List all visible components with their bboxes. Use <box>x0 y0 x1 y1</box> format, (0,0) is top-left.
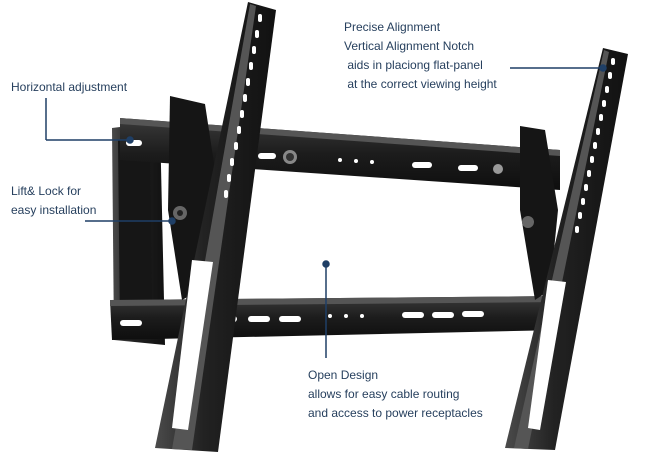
left-arm-holes <box>224 14 262 198</box>
callout-line: Precise Alignment <box>344 20 441 34</box>
callout-line: Vertical Alignment Notch <box>344 39 475 53</box>
callout-line: easy installation <box>11 203 97 217</box>
callout-line: aids in placiong flat-panel <box>344 58 483 72</box>
callout-line: Open Design <box>308 368 379 382</box>
right-arm-holes <box>575 58 615 233</box>
callout-lift-lock: Lift& Lock for easy installation <box>11 182 96 220</box>
callout-line: allows for easy cable routing <box>308 387 460 401</box>
callout-line: Horizontal adjustment <box>11 80 128 94</box>
top-rail-slots <box>126 140 478 171</box>
callout-line: and access to power receptacles <box>308 406 483 420</box>
callout-open-design: Open Design allows for easy cable routin… <box>308 366 483 423</box>
callout-line: Lift& Lock for <box>11 184 82 198</box>
right-vertical-arm <box>505 48 628 450</box>
callout-lines <box>45 64 607 358</box>
right-tilt-bracket <box>520 126 558 300</box>
callout-line: at the correct viewing height <box>344 77 497 91</box>
left-vertical-arm <box>155 2 276 452</box>
callout-horizontal-adjustment: Horizontal adjustment <box>11 78 127 97</box>
left-wall-plate <box>112 122 165 345</box>
bottom-horizontal-rail <box>110 296 560 340</box>
callout-precise-alignment: Precise Alignment Vertical Alignment Not… <box>344 18 497 94</box>
adjustment-knob <box>283 150 503 174</box>
